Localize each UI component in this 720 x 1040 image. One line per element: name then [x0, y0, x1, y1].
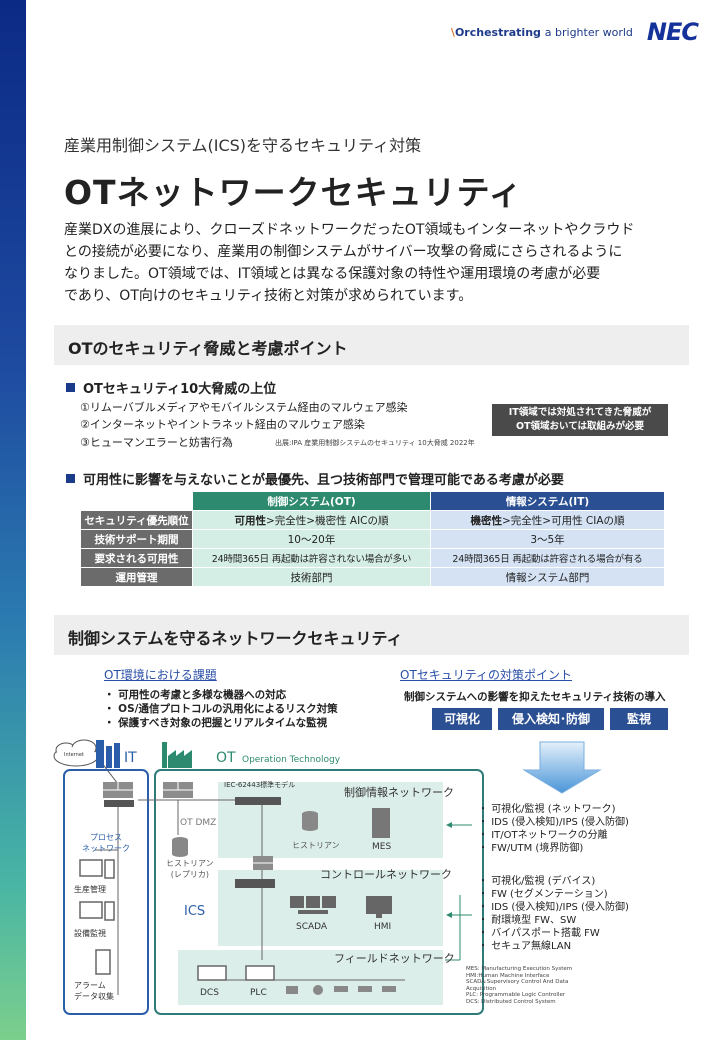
- iec-label: IEC-62443標準モデル: [224, 781, 296, 789]
- scada-icon: [290, 896, 336, 914]
- mes-label: MES: [372, 842, 392, 852]
- page-title: OTネットワークセキュリティ: [64, 173, 523, 212]
- historian-mirror-label: ヒストリアン(レプリカ): [166, 859, 214, 879]
- threat-item: ③ヒューマンエラーと妨害行為: [80, 436, 233, 449]
- measure-item: ・ FW (セグメンテーション): [478, 889, 608, 900]
- ot-sublabel: Operation Technology: [242, 755, 341, 765]
- dcs-label: DCS: [200, 988, 219, 998]
- hmi-label: HMI: [374, 922, 392, 932]
- control-network-label: コントロールネットワーク: [320, 868, 452, 881]
- internet-label: Internet: [64, 752, 84, 758]
- scada-label: SCADA: [296, 922, 328, 932]
- field-network-label: フィールドネットワーク: [334, 952, 455, 965]
- pill-visualize: 可視化: [432, 708, 492, 730]
- monitor-icon: [79, 859, 115, 921]
- measure-item: ・ セキュア無線LAN: [478, 941, 572, 952]
- abbreviation-notes: MES: Manufacturing Execution System HMI:…: [466, 966, 573, 1005]
- ics-label: ICS: [184, 904, 206, 919]
- factory-icon: [162, 742, 192, 768]
- ot-it-comparison-table: 制御システム(OT) 情報システム(IT) セキュリティ優先順位 可用性>完全性…: [80, 491, 665, 587]
- server-icon: [372, 808, 390, 838]
- measure-item: ・ FW/UTM (境界防御): [478, 843, 584, 854]
- info-network-label: 制御情報ネットワーク: [344, 786, 454, 799]
- pill-monitor: 監視: [610, 708, 668, 730]
- threat-item: ①リムーバブルメディアやモバイルシステム経由のマルウェア感染: [80, 401, 408, 414]
- table-row: 技術サポート期間 10～20年 3～5年: [80, 529, 665, 549]
- points-heading: OTセキュリティの対策ポイント: [400, 668, 573, 682]
- brand-header: \Orchestrating a brighter world NEC: [450, 18, 699, 46]
- firewall-icon: [103, 782, 273, 870]
- issue-item: ・ 可用性の考慮と多様な機器への対応: [104, 689, 287, 701]
- issue-item: ・ OS/通信プロトコルの汎用化によるリスク対策: [104, 703, 338, 715]
- field-device-icon: [286, 985, 396, 995]
- points-text: 制御システムへの影響を抑えたセキュリティ技術の導入: [404, 691, 666, 703]
- threats-heading: OTセキュリティ10大脅威の上位: [66, 378, 276, 397]
- issue-item: ・ 保護すべき対象の把握とリアルタイムな監視: [104, 717, 328, 729]
- database-icon: [172, 811, 318, 857]
- building-icon: [96, 740, 120, 768]
- it-node-label: 設備監視: [74, 929, 106, 938]
- hmi-icon: [366, 896, 392, 918]
- switch-icon: [104, 797, 281, 888]
- down-arrow-icon: [522, 741, 602, 794]
- it-ot-callout: IT領域では対処されてきた脅威が OT領域おいては取組みが必要: [492, 404, 668, 436]
- intro-paragraph: 産業DXの進展により、クローズドネットワークだったOT領域もインターネットやクラ…: [64, 222, 635, 304]
- threat-item: ②インターネットやイントラネット経由のマルウェア感染: [80, 418, 365, 431]
- page-subtitle: 産業用制御システム(ICS)を守るセキュリティ対策: [64, 136, 422, 155]
- issues-heading: OT環境における課題: [104, 668, 217, 682]
- it-node-label: 生産管理: [74, 885, 106, 894]
- measure-item: ・ IT/OTネットワークの分離: [478, 830, 608, 841]
- process-network-label: プロセスネットワーク: [82, 833, 130, 853]
- it-label: IT: [124, 750, 137, 766]
- measure-item: ・ IDS (侵入検知)/IPS (侵入防御): [478, 817, 629, 828]
- pill-detect-defend: 侵入検知･防御: [498, 708, 604, 730]
- square-bullet-icon: [66, 474, 75, 483]
- section-bar-network: 制御システムを守るネットワークセキュリティ: [54, 615, 689, 655]
- source-note: 出展:IPA 産業用制御システムのセキュリティ 10大脅威 2022年: [275, 439, 475, 447]
- nec-logo: NEC: [646, 18, 699, 46]
- historian-label: ヒストリアン: [292, 841, 340, 850]
- it-node-label: アラームデータ収集: [74, 981, 114, 1001]
- col-header-ot: 制御システム(OT): [192, 491, 431, 511]
- availability-heading: 可用性に影響を与えないことが最優先、且つ技術部門で管理可能である考慮が必要: [66, 469, 564, 488]
- measure-item: ・ IDS (侵入検知)/IPS (侵入防御): [478, 902, 629, 913]
- section-bar-threats: OTのセキュリティ脅威と考慮ポイント: [54, 325, 689, 365]
- brand-tagline: \Orchestrating a brighter world: [450, 25, 633, 39]
- left-gradient-stripe: [0, 0, 26, 1040]
- measure-item: ・ 耐環境型 FW、SW: [478, 915, 577, 926]
- table-row: 運用管理 技術部門 情報システム部門: [80, 567, 665, 587]
- plc-label: PLC: [250, 988, 267, 998]
- measure-item: ・ 可視化/監視 (デバイス): [478, 876, 596, 887]
- ot-label: OT: [216, 750, 236, 766]
- server-icon: [95, 949, 111, 975]
- measure-item: ・ 可視化/監視 (ネットワーク): [478, 804, 616, 815]
- square-bullet-icon: [66, 383, 75, 392]
- measure-item: ・ バイパスポート搭載 FW: [478, 928, 600, 939]
- table-row: セキュリティ優先順位 可用性>完全性>機密性 AICの順 機密性>完全性>可用性…: [80, 510, 665, 530]
- ot-dmz-label: OT DMZ: [180, 818, 217, 828]
- internet-cloud-icon: [53, 739, 99, 767]
